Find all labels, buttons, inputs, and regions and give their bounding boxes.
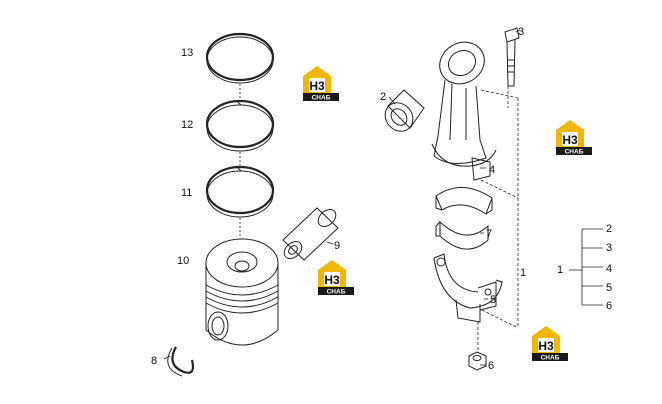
piston-ring-13 bbox=[205, 32, 275, 84]
watermark-logo bbox=[556, 120, 592, 156]
watermark-logo bbox=[303, 66, 339, 102]
legend-bracket bbox=[569, 228, 603, 306]
callout-3: 3 bbox=[518, 26, 524, 38]
callout-10: 10 bbox=[177, 255, 189, 267]
callout-9: 9 bbox=[334, 240, 340, 252]
callout-13: 13 bbox=[181, 47, 193, 59]
callout-4: 4 bbox=[489, 164, 495, 176]
legend-item: 5 bbox=[606, 282, 612, 294]
connecting-rod bbox=[431, 41, 497, 181]
callout-8: 8 bbox=[151, 355, 157, 367]
legend-item: 6 bbox=[606, 300, 612, 312]
callout-12: 12 bbox=[181, 119, 193, 131]
callout-5: 5 bbox=[490, 294, 496, 306]
callout-6: 6 bbox=[488, 360, 494, 372]
piston bbox=[205, 238, 279, 346]
rod-nut bbox=[468, 351, 487, 371]
piston-ring-12 bbox=[205, 99, 275, 152]
legend-item: 4 bbox=[606, 263, 612, 275]
legend-item: 3 bbox=[606, 242, 612, 254]
snap-ring bbox=[167, 346, 195, 377]
callout-1: 1 bbox=[520, 267, 526, 279]
legend-item: 2 bbox=[606, 223, 612, 235]
upper-bearing-shell bbox=[435, 187, 493, 215]
watermark-logo bbox=[532, 326, 568, 362]
rod-bolt bbox=[504, 27, 520, 87]
legend-main: 1 bbox=[557, 264, 563, 276]
callout-7: 7 bbox=[486, 228, 492, 240]
piston-pin bbox=[282, 207, 339, 261]
callout-2: 2 bbox=[380, 91, 386, 103]
lower-bearing-shell bbox=[435, 220, 489, 250]
piston-ring-11 bbox=[205, 165, 275, 218]
watermark-logo bbox=[318, 260, 354, 296]
callout-11: 11 bbox=[181, 187, 192, 199]
small-end-bushing bbox=[384, 89, 425, 132]
rod-cap bbox=[433, 253, 503, 323]
